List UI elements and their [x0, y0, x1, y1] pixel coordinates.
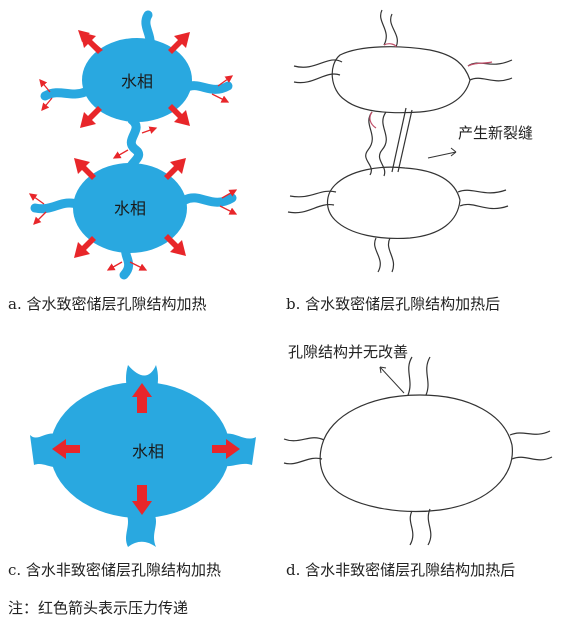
caption-c: c. 含水非致密储层孔隙结构加热 — [8, 559, 221, 580]
panel-b-heated-water-pore-after: 产生新裂缝 — [280, 0, 571, 285]
annotation-arrow-d — [380, 367, 404, 393]
throat-left-d — [284, 438, 324, 464]
throat-right-d — [510, 431, 552, 460]
throat-bottom — [375, 238, 394, 272]
arrow-lr — [168, 104, 190, 126]
throat-right-bottom — [458, 190, 508, 209]
arrow-ur2 — [164, 158, 186, 180]
throat-bottom-d — [410, 509, 431, 545]
annotation-no-improvement: 孔隙结构并无改善 — [288, 343, 408, 361]
annotation-arrow-b — [428, 148, 456, 158]
caption-a: a. 含水致密储层孔隙结构加热 — [8, 293, 206, 314]
pore-outline-d — [320, 395, 512, 511]
figure-note: 注：红色箭头表示压力传递 — [8, 597, 188, 618]
new-crack — [392, 108, 412, 172]
throat-mid — [366, 112, 387, 176]
panel-d-heated-nondense-pore-after: 孔隙结构并无改善 — [280, 335, 571, 550]
phase-label-bottom: 水相 — [114, 199, 146, 218]
arrow-ul — [80, 32, 102, 54]
phase-label-top: 水相 — [121, 72, 153, 91]
throat-top-d — [408, 357, 430, 395]
arrow-ul2 — [74, 158, 96, 180]
annotation-new-crack: 产生新裂缝 — [458, 124, 533, 142]
arrow-ll — [80, 106, 102, 128]
panel-a-heated-water-pore: 水相 水相 — [0, 0, 280, 285]
caption-b: b. 含水致密储层孔隙结构加热后 — [286, 293, 500, 314]
pore-outline-bottom — [328, 167, 461, 238]
panel-c-heated-nondense-pore: 水相 — [0, 335, 280, 550]
throat-left-top — [294, 60, 342, 83]
throat-top — [381, 10, 398, 47]
arrow-ur — [168, 32, 190, 54]
arrow-lr2 — [164, 234, 186, 256]
caption-d: d. 含水非致密储层孔隙结构加热后 — [286, 559, 515, 580]
crack-tint — [370, 44, 492, 128]
pore-outline-top — [332, 47, 470, 113]
throat-right-top — [468, 60, 512, 81]
phase-label-c: 水相 — [132, 442, 164, 461]
arrow-ll2 — [74, 236, 96, 258]
